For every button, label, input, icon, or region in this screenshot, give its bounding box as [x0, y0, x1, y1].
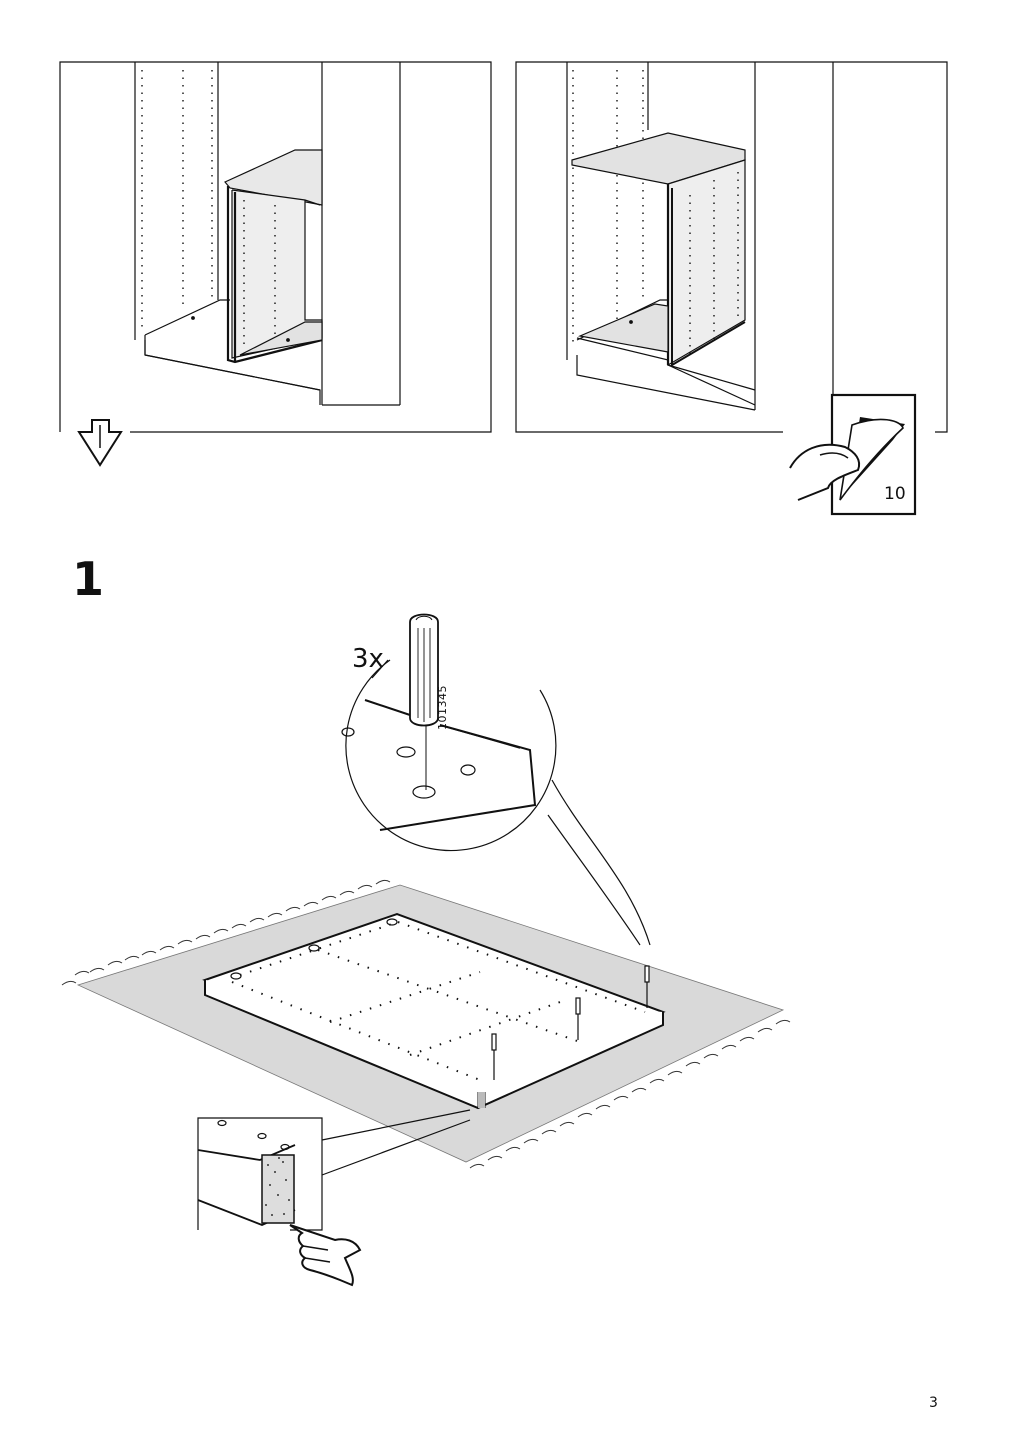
page-number: 3 — [929, 1395, 938, 1411]
dowel-icon — [409, 613, 439, 727]
page-turn-icon — [789, 393, 917, 516]
dowel-detail-callout — [341, 613, 651, 946]
particle-board-edge-icon — [197, 1109, 471, 1231]
part-number-label: 101345 — [436, 685, 449, 730]
see-page-number: 10 — [884, 484, 906, 504]
arrow-down-icon — [77, 419, 123, 467]
pointing-hand-icon — [289, 1224, 362, 1287]
bottom-panel-board — [202, 912, 666, 1110]
step-number: 1 — [72, 552, 105, 606]
quantity-label: 3x — [352, 644, 384, 674]
panel-after — [515, 61, 948, 433]
panel-before — [59, 61, 492, 433]
